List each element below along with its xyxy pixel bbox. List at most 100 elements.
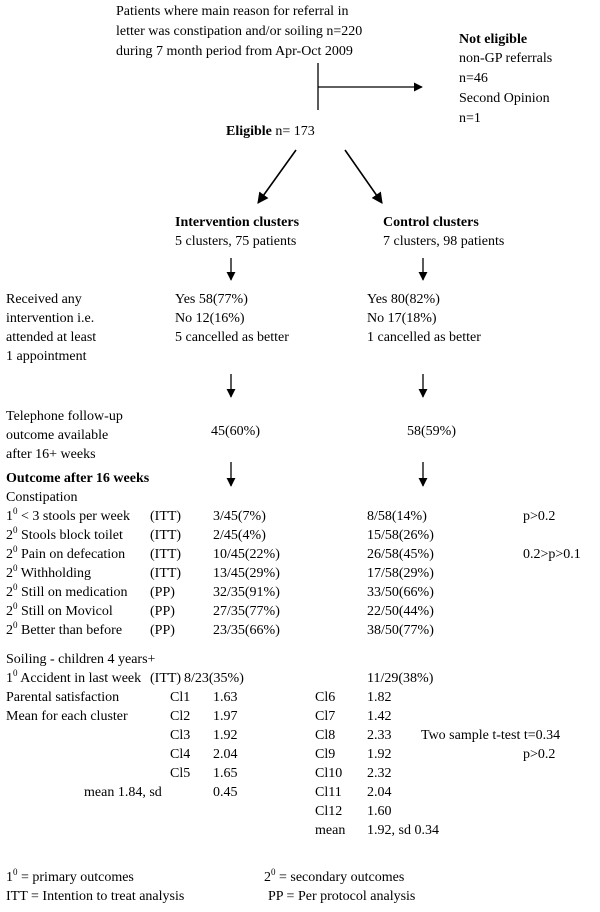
ctl-cluster-id: Cl11 [315, 785, 342, 800]
outcome-row-label: 20 Pain on defecation [6, 545, 126, 564]
outcome-row-sup: 0 [13, 506, 18, 516]
ctl-cluster-id: Cl10 [315, 766, 343, 781]
outcome-row-text: Still on medication [21, 585, 128, 600]
outcome-row-text: Withholding [20, 566, 91, 581]
outcome-row-num: 2 [6, 623, 13, 638]
int-cluster-id: Cl2 [170, 709, 191, 724]
received-ctl-cancelled: 1 cancelled as better [367, 330, 481, 345]
received-label-3: attended at least [6, 330, 97, 345]
footnote-secondary: 20 = secondary outcomes [264, 867, 405, 887]
outcome-row-int: 2/45(4%) [213, 528, 266, 543]
ttest-label: Two sample t-test t=0.34 [421, 728, 561, 743]
ctl-cluster-mean: 1.82 [367, 690, 392, 705]
outcome-row-ctl: 26/58(45%) [367, 547, 434, 562]
int-cluster-id: Cl4 [170, 747, 191, 762]
outcome-row-num: 2 [6, 566, 13, 581]
outcome-row-ctl: 38/50(77%) [367, 623, 434, 638]
outcome-row-label: 10 < 3 stools per week [6, 506, 130, 526]
arrow-to-intervention [257, 149, 297, 204]
outcome-row-tag: (ITT) [150, 547, 182, 562]
ctl-cluster-mean: 2.33 [367, 728, 392, 743]
outcome-row-tag: (PP) [150, 623, 175, 638]
outcome-row-sup: 0 [13, 620, 18, 630]
outcome-row-num: 2 [6, 585, 13, 600]
telephone-label-1: Telephone follow-up [6, 409, 123, 424]
outcome-row-label: 20 Better than before [6, 620, 123, 640]
outcome-row-int: 27/35(77%) [213, 604, 280, 619]
outcome-row-num: 2 [6, 547, 13, 562]
footnote-pp: PP = Per protocol analysis [268, 889, 416, 904]
outcome-row-label: 20 Stools block toilet [6, 526, 123, 545]
outcome-row-tag: (PP) [150, 585, 175, 600]
not-eligible-line-2: n=46 [459, 71, 488, 86]
control-sub: 7 clusters, 98 patients [383, 234, 505, 249]
footnote-primary: 10 = primary outcomes [6, 868, 134, 887]
ctl-cluster-id: Cl9 [315, 747, 336, 762]
control-title: Control clusters [383, 215, 479, 230]
ctl-cluster-mean: 2.04 [367, 785, 392, 800]
footnote-secondary-text: = secondary outcomes [279, 870, 405, 885]
outcome-row-int: 3/45(7%) [213, 509, 266, 524]
int-cluster-mean: 1.63 [213, 690, 238, 705]
outcome-row-int: 13/45(29%) [213, 566, 280, 581]
received-label-1: Received any [6, 292, 82, 307]
outcome-row-ctl: 22/50(44%) [367, 604, 434, 619]
outcome-row-num: 1 [6, 509, 13, 524]
outcome-row-text: Better than before [21, 623, 123, 638]
outcome-row-int: 10/45(22%) [213, 547, 280, 562]
outcome-row-sup: 0 [13, 601, 18, 611]
int-mean-value: 0.45 [213, 785, 238, 800]
accident-sup: 0 [13, 668, 18, 678]
telephone-ctl: 58(59%) [407, 424, 456, 439]
int-cluster-id: Cl5 [170, 766, 191, 781]
eligible-label: Eligible [226, 124, 272, 139]
outcome-row-text: < 3 stools per week [21, 509, 130, 524]
int-cluster-id: Cl3 [170, 728, 191, 743]
ctl-cluster-mean: 1.92 [367, 747, 392, 762]
outcome-row-tag: (ITT) [150, 509, 182, 524]
outcome-row-label: 20 Withholding [6, 563, 91, 583]
arrow-to-control [344, 149, 383, 204]
int-mean-label: mean 1.84, sd [84, 785, 162, 800]
footnote-primary-num: 1 [6, 870, 13, 885]
outcome-row-p: p>0.2 [523, 509, 556, 524]
footnote-secondary-sup: 0 [271, 867, 276, 877]
not-eligible-title: Not eligible [459, 32, 528, 47]
outcome-row-tag: (ITT) [150, 528, 182, 543]
accident-label-text: Accident in last week [20, 671, 142, 686]
intervention-title: Intervention clusters [175, 215, 300, 230]
received-ctl-yes: Yes 80(82%) [367, 292, 440, 307]
ctl-cluster-id: Cl12 [315, 804, 343, 819]
ctl-mean-label: mean [315, 823, 346, 838]
outcome-row-text: Pain on defecation [21, 547, 126, 562]
received-int-no: No 12(16%) [175, 311, 245, 326]
eligible-count: Eligible n= 173 [226, 123, 315, 141]
intervention-sub: 5 clusters, 75 patients [175, 234, 297, 249]
top-line-1: Patients where main reason for referral … [116, 4, 349, 19]
footnote-secondary-num: 2 [264, 870, 271, 885]
outcome-row-int: 23/35(66%) [213, 623, 280, 638]
ttest-p: p>0.2 [523, 747, 556, 762]
outcome-row-ctl: 15/58(26%) [367, 528, 434, 543]
int-cluster-mean: 1.97 [213, 709, 238, 724]
outcome-row-sup: 0 [13, 563, 18, 573]
accident-ctl: 11/29(38%) [367, 671, 434, 686]
outcome-row-ctl: 17/58(29%) [367, 566, 434, 581]
outcome-heading: Outcome after 16 weeks [6, 471, 150, 486]
accident-num: 1 [6, 671, 13, 686]
outcome-row-num: 2 [6, 528, 13, 543]
outcome-row-label: 20 Still on Movicol [6, 601, 113, 621]
outcome-row-text: Stools block toilet [21, 528, 123, 543]
constipation-heading: Constipation [6, 490, 78, 505]
int-cluster-mean: 2.04 [213, 747, 238, 762]
outcome-row-label: 20 Still on medication [6, 583, 128, 602]
eligible-value: n= 173 [275, 124, 315, 139]
int-cluster-mean: 1.92 [213, 728, 238, 743]
outcome-row-num: 2 [6, 604, 13, 619]
accident-tag: (ITT) [150, 671, 182, 686]
not-eligible-line-4: n=1 [459, 111, 481, 126]
top-line-2: letter was constipation and/or soiling n… [116, 24, 363, 39]
received-int-yes: Yes 58(77%) [175, 292, 248, 307]
received-label-4: 1 appointment [6, 349, 87, 364]
